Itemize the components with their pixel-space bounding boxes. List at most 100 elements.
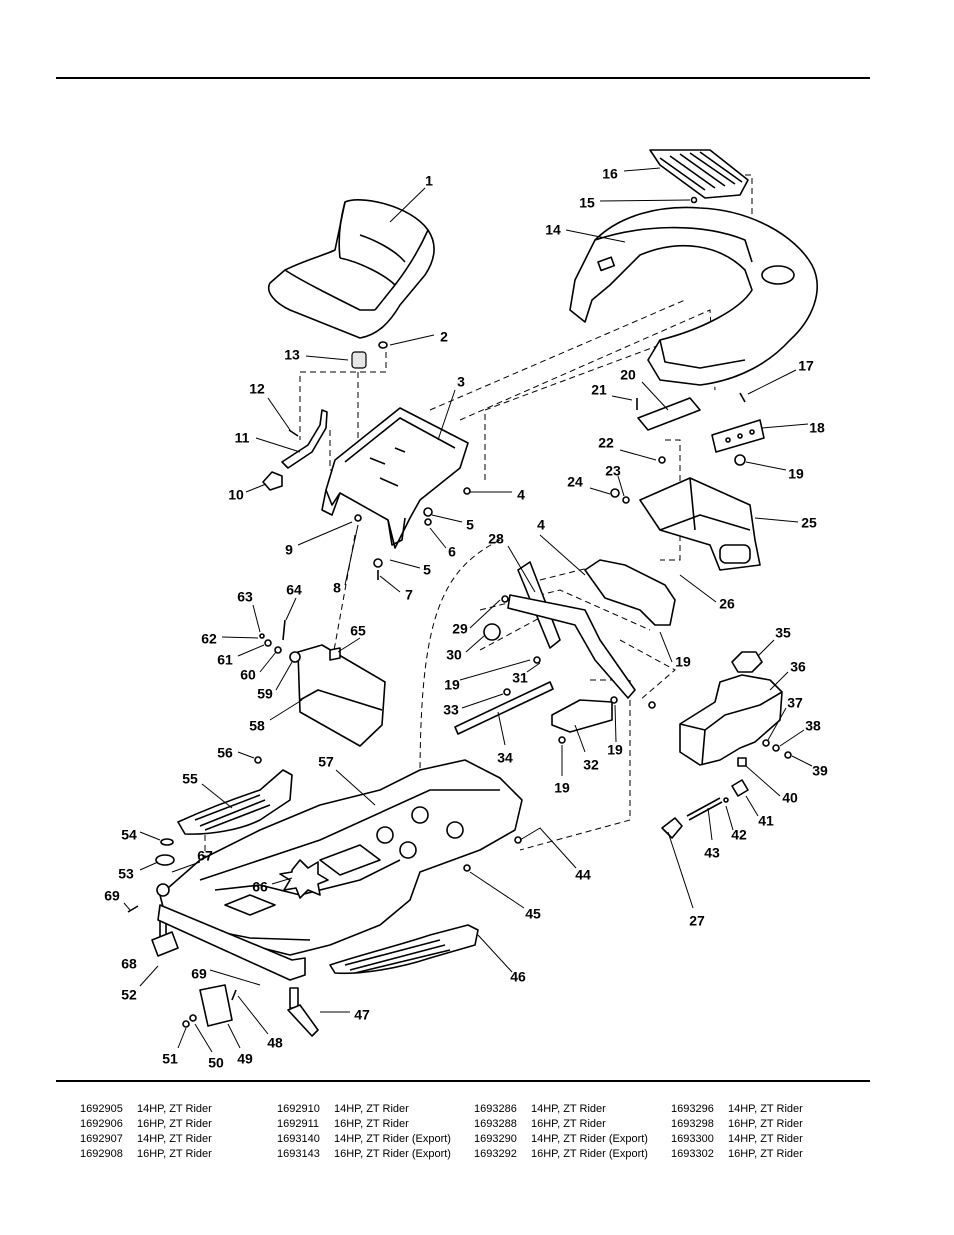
model-description: 16HP, ZT Rider bbox=[531, 1118, 606, 1130]
callout-19: 19 bbox=[607, 742, 623, 758]
seat-bumper bbox=[351, 351, 367, 369]
model-number: 1692905 bbox=[80, 1103, 123, 1115]
detail-burst bbox=[279, 859, 329, 899]
control-knob bbox=[483, 623, 501, 641]
callout-61: 61 bbox=[217, 652, 233, 668]
callout-40: 40 bbox=[782, 790, 798, 806]
callout-17: 17 bbox=[798, 358, 814, 374]
callout-63: 63 bbox=[237, 589, 253, 605]
elbow-41 bbox=[731, 779, 749, 797]
seat-hardware bbox=[288, 429, 471, 580]
left-footrest bbox=[177, 769, 293, 835]
model-number: 1693288 bbox=[474, 1118, 517, 1130]
callout-43: 43 bbox=[704, 845, 720, 861]
callout-41: 41 bbox=[758, 813, 774, 829]
model-description: 16HP, ZT Rider bbox=[137, 1118, 212, 1130]
leader-lines bbox=[123, 167, 813, 1053]
model-description: 16HP, ZT Rider bbox=[728, 1118, 803, 1130]
model-description: 16HP, ZT Rider bbox=[334, 1118, 409, 1130]
callout-35: 35 bbox=[775, 625, 791, 641]
callout-26: 26 bbox=[719, 596, 735, 612]
nut-19a bbox=[558, 736, 566, 744]
callout-55: 55 bbox=[182, 771, 198, 787]
callout-18: 18 bbox=[809, 420, 825, 436]
bolt-44 bbox=[514, 836, 522, 844]
rod-screw bbox=[503, 688, 511, 696]
washer-54 bbox=[160, 838, 174, 846]
fender-vent-grill bbox=[649, 149, 749, 199]
model-description: 16HP, ZT Rider bbox=[137, 1148, 212, 1160]
callout-44: 44 bbox=[575, 867, 591, 883]
right-caster bbox=[287, 987, 319, 1037]
model-number: 1693290 bbox=[474, 1133, 517, 1145]
model-description: 14HP, ZT Rider bbox=[531, 1103, 606, 1115]
callout-36: 36 bbox=[790, 659, 806, 675]
bolt-31 bbox=[533, 656, 541, 664]
tank-strap-bracket bbox=[637, 397, 701, 431]
callout-47: 47 bbox=[354, 1007, 370, 1023]
callout-19: 19 bbox=[444, 677, 460, 693]
fuel-cap bbox=[731, 651, 763, 673]
footer-rule bbox=[56, 1080, 870, 1082]
callout-4: 4 bbox=[537, 517, 545, 533]
callout-64: 64 bbox=[286, 582, 302, 598]
callout-13: 13 bbox=[284, 347, 300, 363]
callout-48: 48 bbox=[267, 1035, 283, 1051]
callout-49: 49 bbox=[237, 1051, 253, 1067]
model-number: 1693302 bbox=[671, 1148, 714, 1160]
callout-32: 32 bbox=[583, 757, 599, 773]
callout-60: 60 bbox=[240, 667, 256, 683]
callout-31: 31 bbox=[512, 670, 528, 686]
hex-nut bbox=[734, 454, 746, 466]
seat-mount-bracket bbox=[321, 407, 469, 549]
model-number: 1693140 bbox=[277, 1133, 320, 1145]
callout-69: 69 bbox=[191, 966, 207, 982]
callout-10: 10 bbox=[228, 487, 244, 503]
model-number: 1692906 bbox=[80, 1118, 123, 1130]
callout-8: 8 bbox=[333, 580, 341, 596]
callout-22: 22 bbox=[598, 435, 614, 451]
model-number: 1692907 bbox=[80, 1133, 123, 1145]
rear-fender bbox=[569, 206, 818, 386]
callout-45: 45 bbox=[525, 906, 541, 922]
callout-5: 5 bbox=[423, 562, 431, 578]
callout-28: 28 bbox=[488, 531, 504, 547]
callout-14: 14 bbox=[545, 222, 561, 238]
fuel-hose bbox=[686, 797, 723, 821]
bushing-40 bbox=[737, 757, 747, 767]
mounting-plate bbox=[711, 419, 765, 453]
callout-67: 67 bbox=[197, 848, 213, 864]
bushing-67 bbox=[156, 883, 170, 897]
callout-11: 11 bbox=[235, 430, 250, 446]
callout-34: 34 bbox=[497, 750, 513, 766]
model-description: 16HP, ZT Rider bbox=[728, 1148, 803, 1160]
callout-4: 4 bbox=[517, 487, 525, 503]
callout-38: 38 bbox=[805, 718, 821, 734]
callout-5: 5 bbox=[466, 517, 474, 533]
seat-nut bbox=[378, 341, 388, 349]
callout-12: 12 bbox=[249, 381, 265, 397]
callout-56: 56 bbox=[217, 745, 233, 761]
clamp-42 bbox=[723, 797, 729, 803]
callout-21: 21 bbox=[591, 382, 607, 398]
model-description: 14HP, ZT Rider bbox=[728, 1133, 803, 1145]
guard-hardware bbox=[259, 619, 341, 663]
bolt-69 bbox=[127, 905, 139, 913]
fender-screw bbox=[739, 392, 746, 403]
model-number: 1693143 bbox=[277, 1148, 320, 1160]
model-description: 16HP, ZT Rider (Export) bbox=[531, 1148, 648, 1160]
link-rod bbox=[454, 681, 554, 735]
washer-23 bbox=[622, 496, 630, 504]
callout-19: 19 bbox=[788, 466, 804, 482]
model-number: 1692910 bbox=[277, 1103, 320, 1115]
callout-46: 46 bbox=[510, 969, 526, 985]
